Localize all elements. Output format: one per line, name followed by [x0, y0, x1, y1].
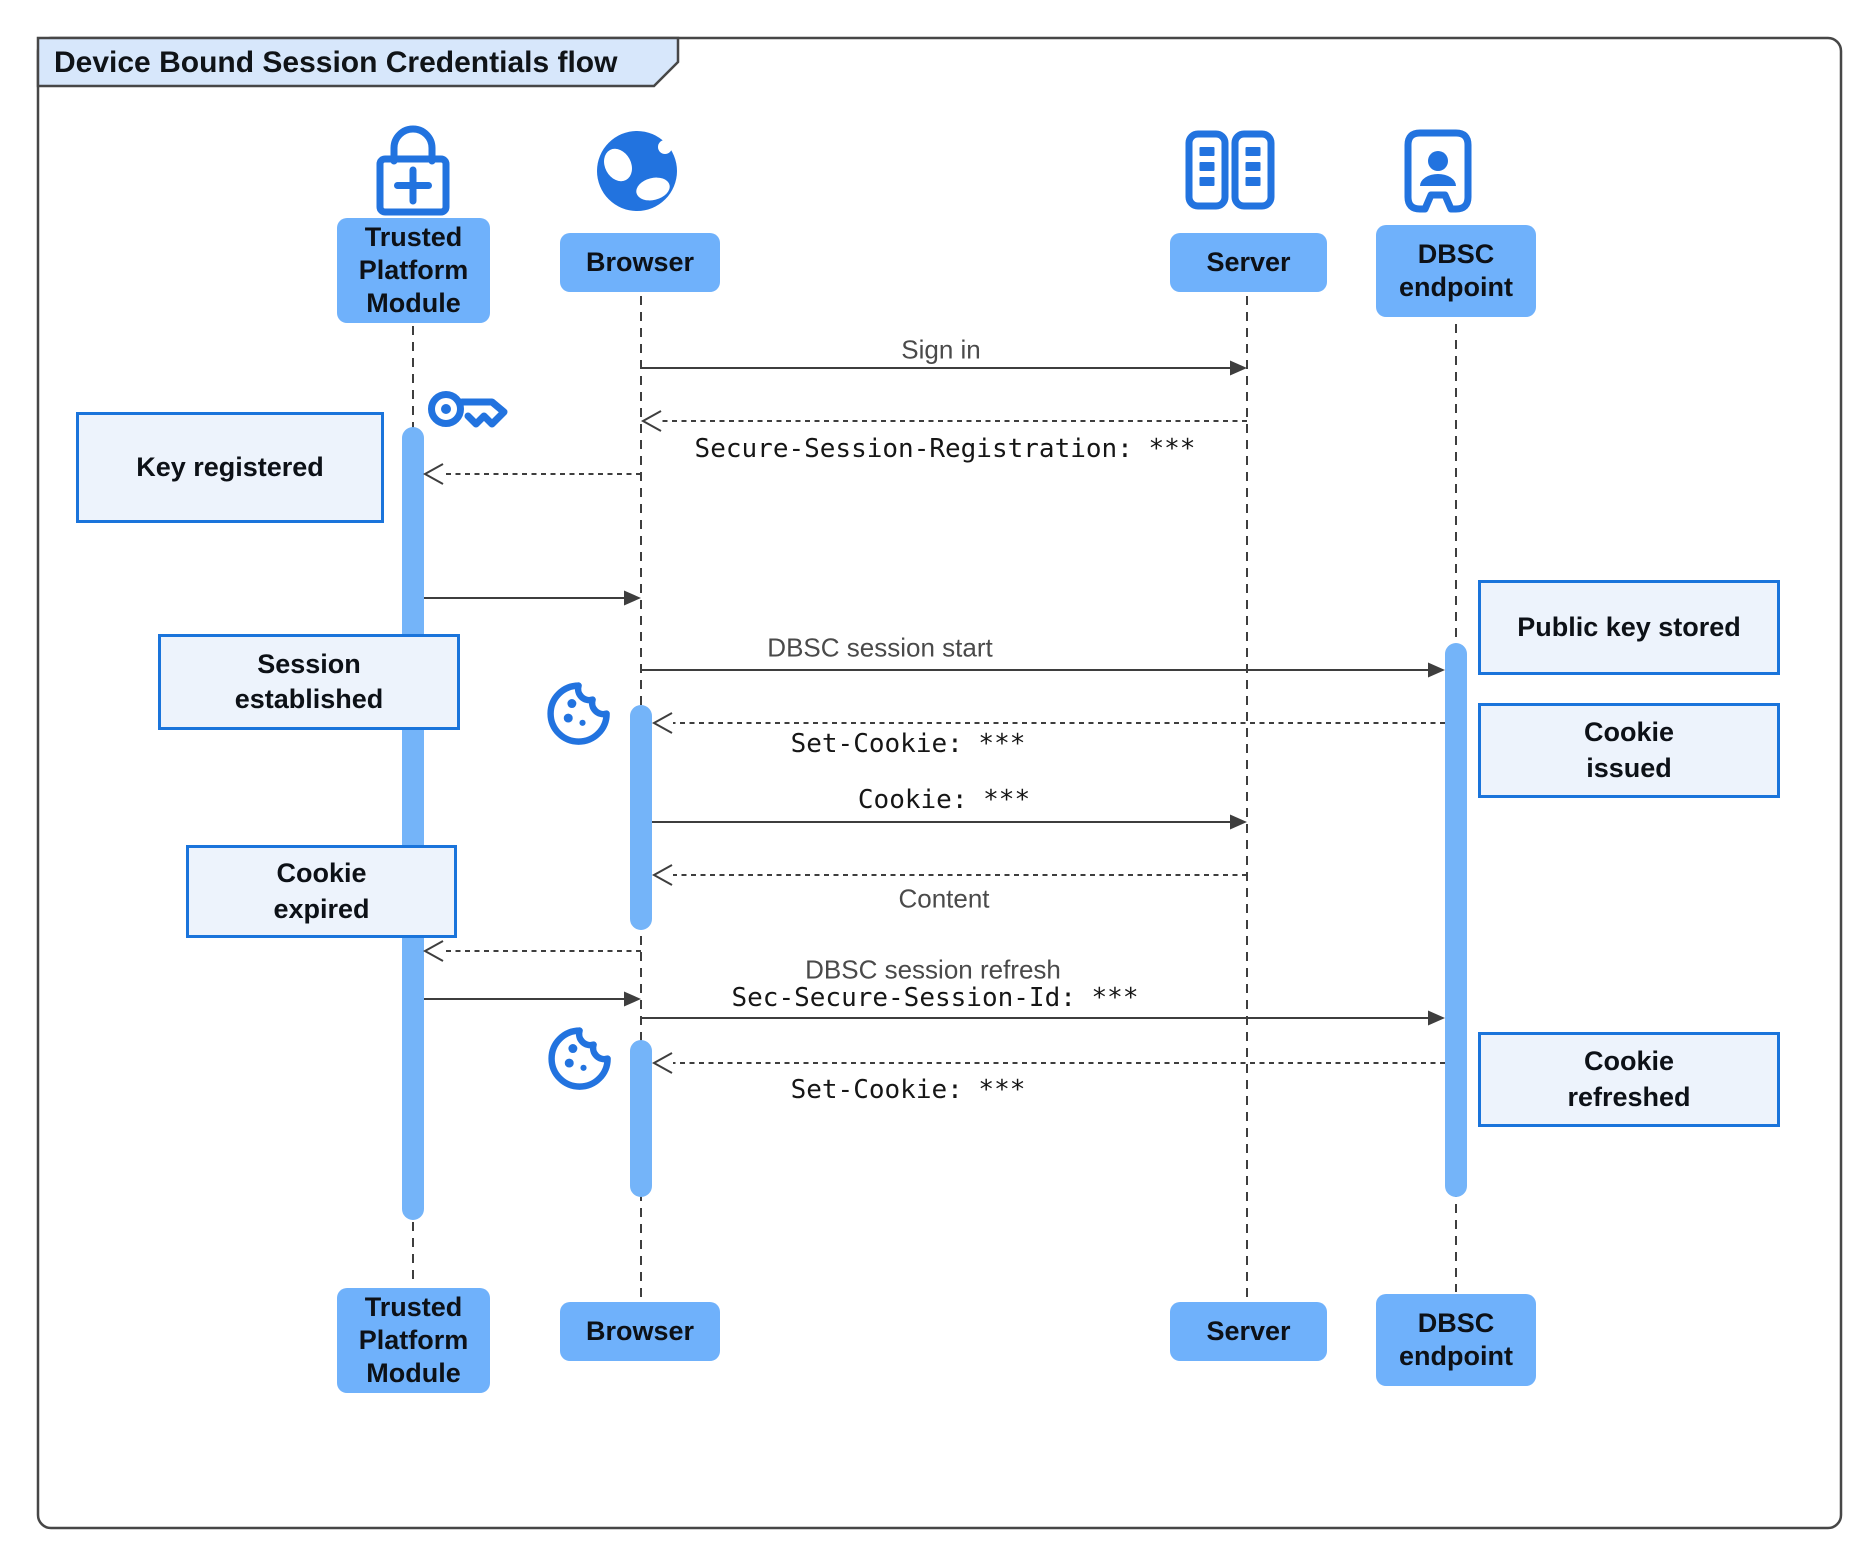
actor-tpm-top: Trusted Platform Module — [337, 218, 490, 323]
arrowhead-tpm-to-browser-refresh — [624, 991, 641, 1007]
cookie-icon — [547, 682, 610, 745]
note-session-established: Session established — [158, 634, 460, 730]
actor-tpm-bottom: Trusted Platform Module — [337, 1288, 490, 1393]
key-icon — [428, 391, 508, 428]
arrowhead-dbsc-session-start — [1428, 662, 1445, 678]
note-key-registered: Key registered — [76, 412, 384, 523]
actor-server-top: Server — [1170, 233, 1327, 292]
arrowhead-cookie — [1230, 814, 1247, 830]
label-sign-in: Sign in — [901, 334, 981, 365]
activation-tpm — [402, 427, 424, 1220]
id-badge-person-icon — [1404, 129, 1472, 213]
label-content: Content — [898, 883, 990, 914]
arrowhead-content — [651, 864, 673, 886]
label-sec-secure-session-id: Sec-Secure-Session-Id: *** — [731, 983, 1139, 1013]
activation-dbsc — [1445, 643, 1467, 1197]
cookie-icon — [548, 1027, 611, 1090]
actor-dbsc-top: DBSC endpoint — [1376, 225, 1536, 317]
label-set-cookie-refreshed: Set-Cookie: *** — [790, 1075, 1026, 1105]
arrowhead-browser-to-tpm-expired — [422, 940, 444, 962]
arrowhead-sign-in — [1230, 360, 1247, 376]
actor-server-bottom: Server — [1170, 1302, 1327, 1361]
actor-dbsc-bottom: DBSC endpoint — [1376, 1294, 1536, 1386]
activation-bars — [402, 427, 1467, 1220]
arrowhead-browser-to-tpm-register — [422, 463, 444, 485]
label-dbsc-session-start: DBSC session start — [767, 632, 993, 663]
actor-browser-top: Browser — [560, 233, 720, 292]
diagram-frame — [36, 36, 1843, 1530]
note-cookie-issued: Cookie issued — [1478, 703, 1780, 798]
message-arrows: browser --> tpm --> browser --> tpm (exp… — [422, 360, 1445, 1074]
note-public-key-stored: Public key stored — [1478, 580, 1780, 675]
activation-browser-1 — [630, 705, 652, 930]
arrowhead-set-cookie-refreshed — [651, 1052, 673, 1074]
arrowhead-dbsc-session-refresh — [1428, 1010, 1445, 1026]
title-tab — [36, 36, 680, 88]
note-cookie-expired: Cookie expired — [186, 845, 457, 938]
arrowhead-set-cookie-issued — [651, 712, 673, 734]
arrowhead-secure-session-registration — [640, 410, 662, 432]
arrowhead-tpm-to-browser-key — [624, 590, 641, 606]
diagram-title: Device Bound Session Credentials flow — [54, 46, 618, 79]
lock-plus-icon — [376, 125, 450, 216]
label-cookie: Cookie: *** — [857, 785, 1031, 815]
note-cookie-refreshed: Cookie refreshed — [1478, 1032, 1780, 1127]
server-racks-icon — [1185, 130, 1275, 210]
actor-browser-bottom: Browser — [560, 1302, 720, 1361]
activation-browser-2 — [630, 1040, 652, 1197]
globe-icon — [597, 131, 677, 211]
label-set-cookie-issued: Set-Cookie: *** — [790, 729, 1026, 759]
label-dbsc-session-refresh: DBSC session refresh — [805, 954, 1061, 985]
label-secure-session-registration: Secure-Session-Registration: *** — [694, 434, 1196, 464]
